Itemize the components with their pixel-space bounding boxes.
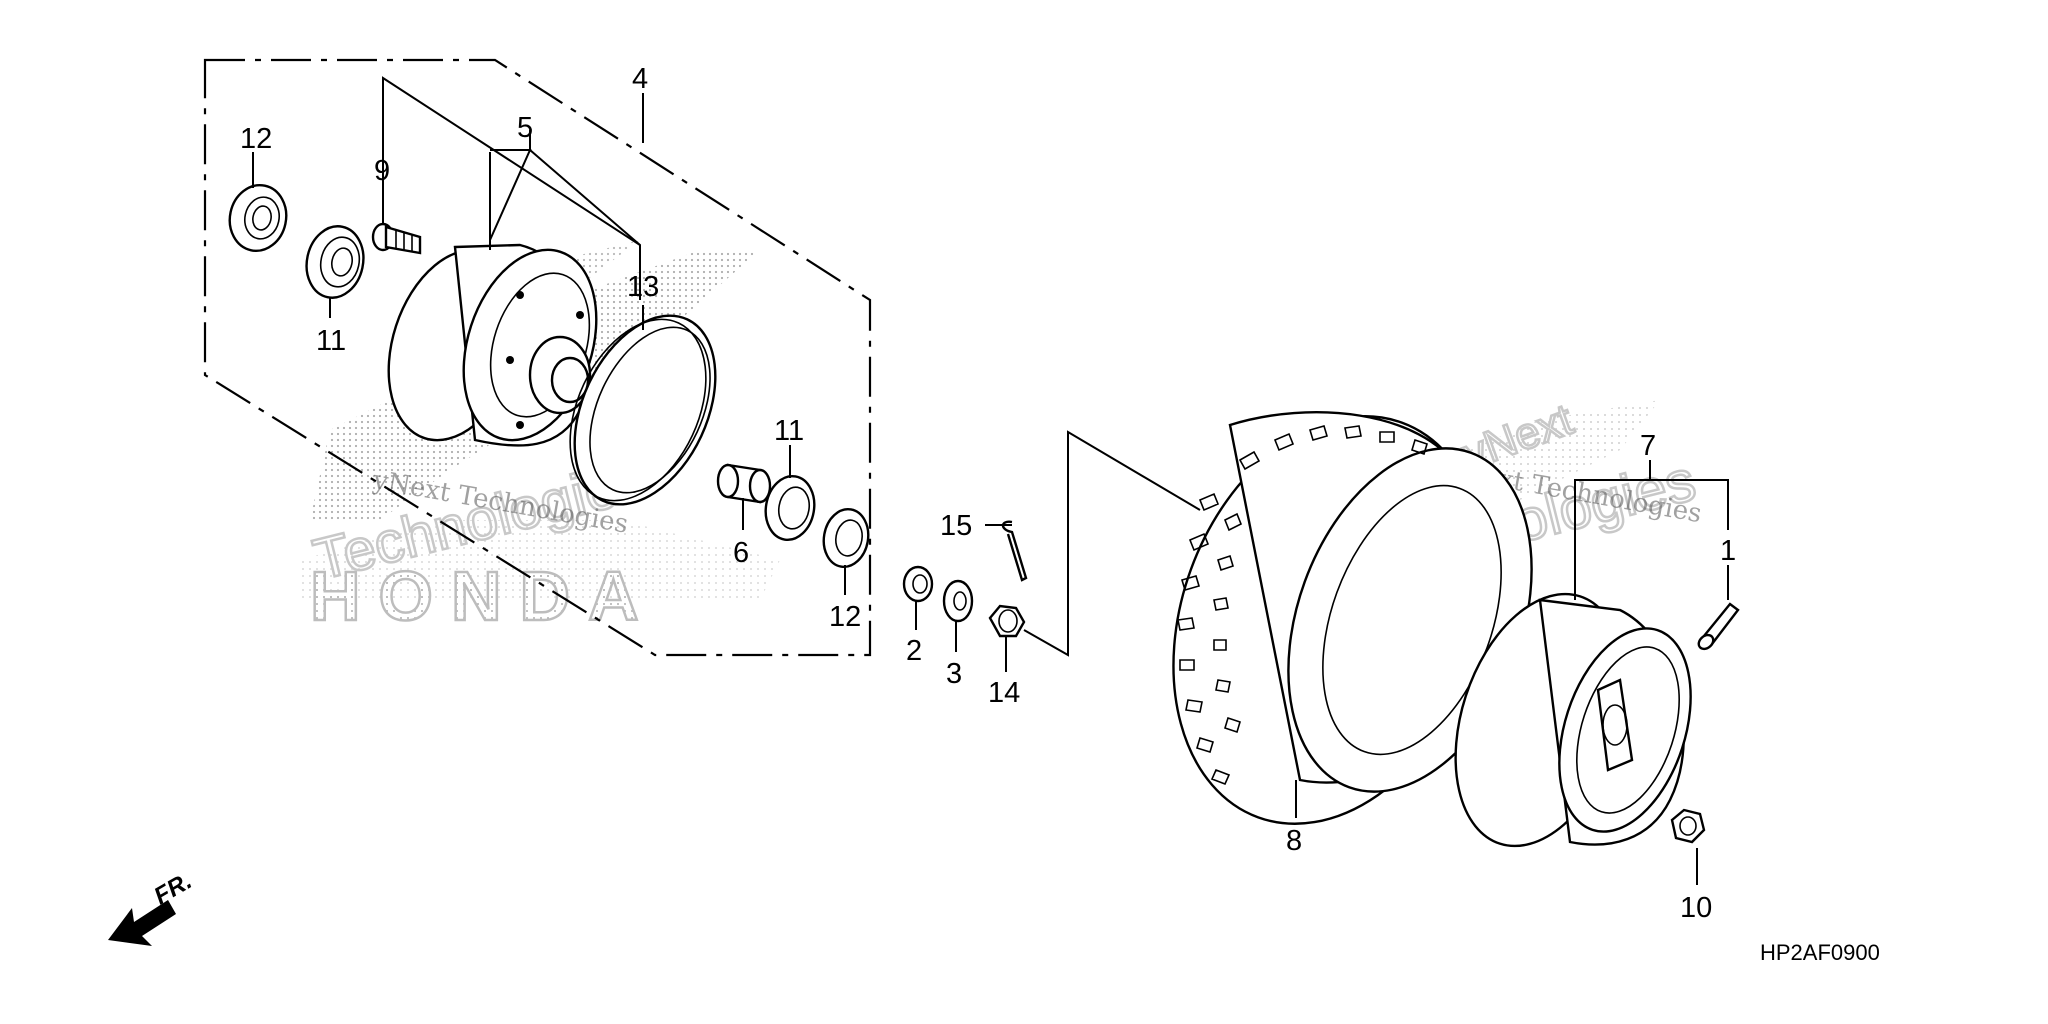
tire-valve: [1697, 602, 1740, 651]
wheel-hub: [387, 243, 598, 447]
callout-8: 8: [1286, 825, 1302, 857]
cotter-pin: [1001, 520, 1028, 582]
callout-3: 3: [946, 658, 962, 690]
callout-12-upper: 12: [240, 123, 272, 155]
washer-3: [942, 579, 974, 623]
wheel-rim: [1454, 592, 1692, 848]
leader-lines: [252, 76, 1729, 885]
callout-5: 5: [517, 112, 533, 144]
tire-tread: [1177, 425, 1428, 786]
callout-10: 10: [1680, 892, 1712, 924]
callout-4: 4: [632, 63, 648, 95]
castle-nut: [988, 604, 1026, 638]
washer-2: [902, 565, 934, 603]
callout-15: 15: [940, 510, 972, 542]
callout-1: 1: [1720, 535, 1736, 567]
stud-bolt: [371, 222, 422, 255]
watermark-brand: HONDA: [310, 557, 657, 635]
diagram-code: HP2AF0900: [1760, 940, 1880, 965]
oil-seal-upper: [228, 184, 288, 252]
bearing-lower: [764, 475, 816, 541]
callout-14: 14: [988, 677, 1020, 709]
callouts: 12 11 9 5 4 13 11 6 12 2 3 14 15 8 7 1 1…: [240, 63, 1736, 924]
callout-2: 2: [906, 635, 922, 667]
callout-6: 6: [733, 537, 749, 569]
callout-11-upper: 11: [316, 325, 346, 357]
front-arrow-icon: [108, 900, 176, 946]
wheel-nut: [1670, 808, 1706, 844]
distance-collar: [716, 463, 772, 504]
front-label: FR.: [150, 867, 197, 910]
oil-seal-lower: [822, 507, 870, 569]
hub-assembly-frame: [203, 58, 872, 657]
front-direction-marker: FR.: [108, 867, 196, 946]
bearing-upper: [305, 225, 365, 299]
callout-12-lower: 12: [829, 601, 861, 633]
callout-7: 7: [1640, 430, 1656, 462]
callout-9: 9: [374, 155, 390, 187]
callout-13: 13: [627, 271, 659, 303]
callout-11-lower: 11: [774, 415, 804, 447]
o-ring-plate: [569, 314, 717, 506]
